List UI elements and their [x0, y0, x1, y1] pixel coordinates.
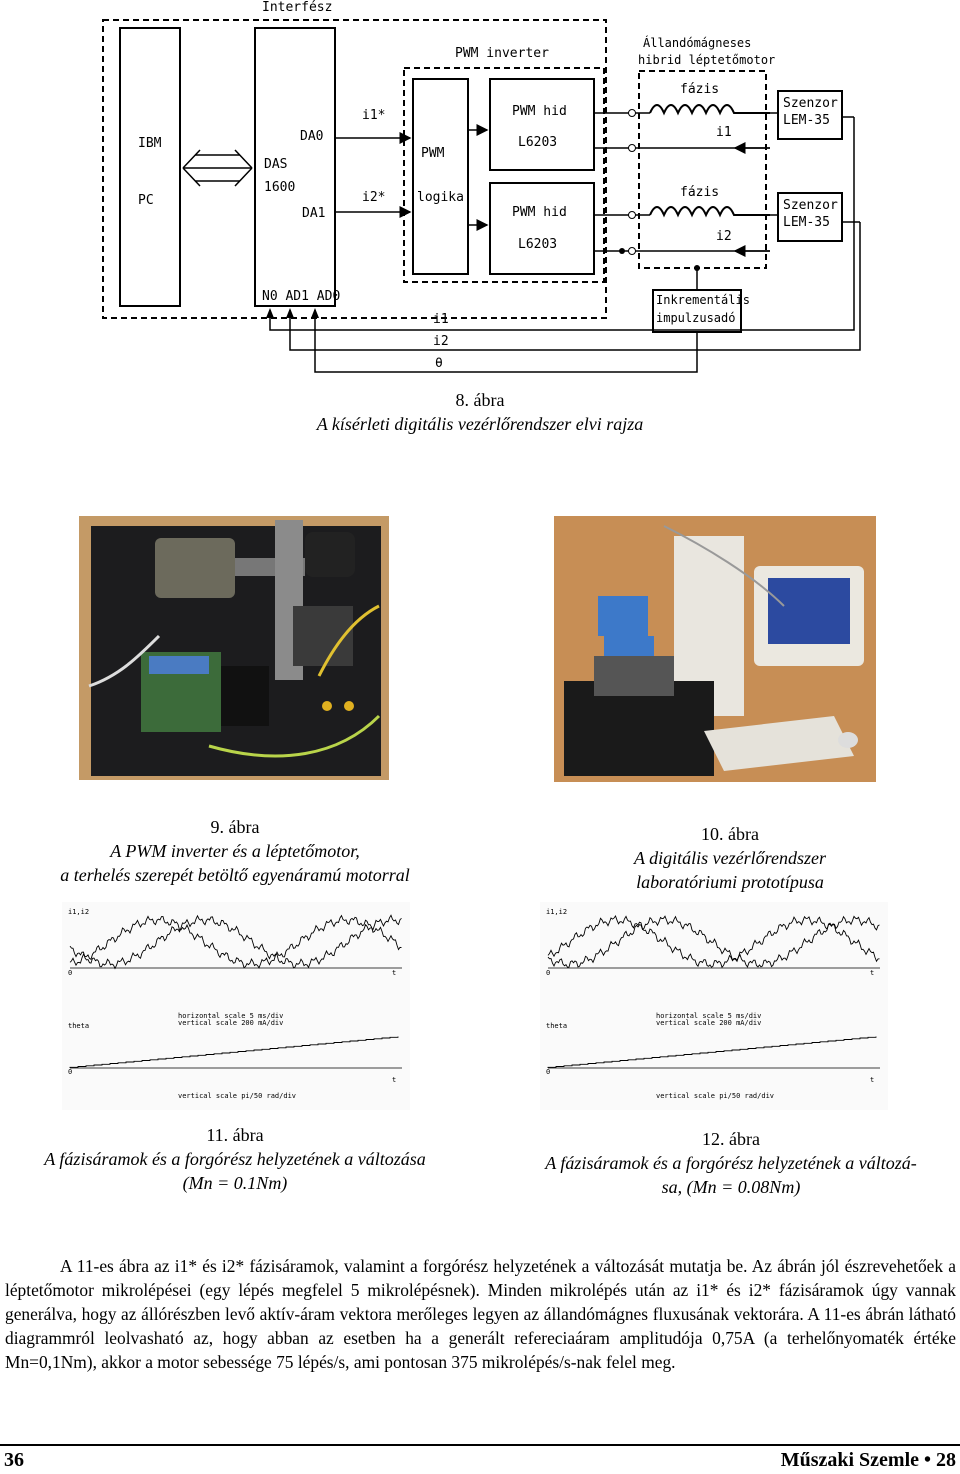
- fig11-title-1: A fázisáramok és a forgórész helyzetének…: [44, 1149, 426, 1169]
- scope-vscale-label: vertical scale 200 mA/div: [656, 1019, 761, 1027]
- pwm-inverter-box: [403, 67, 605, 283]
- adc-inputs-label: N0 AD1 AD0: [262, 289, 341, 304]
- scope-zero-label: 0: [546, 969, 550, 977]
- logika-label: logika: [417, 190, 464, 205]
- interface-label: Interfész: [262, 0, 333, 15]
- pwm-bridge-2-box: [489, 182, 595, 275]
- scope-t-label: t: [870, 969, 874, 977]
- fig12-caption: 12. ábra A fázisáramok és a forgórész he…: [488, 1127, 960, 1199]
- l6203-2-label: L6203: [518, 237, 558, 252]
- fig10-number: 10. ábra: [701, 824, 759, 844]
- pwm-bridge-1-label: PWM hid: [512, 104, 567, 119]
- theta-staircase: [547, 1036, 877, 1068]
- feedback-i2-label: i2: [433, 334, 449, 349]
- body-paragraph-container: A 11-es ábra az i1* és i2* fázisáramok, …: [5, 1254, 956, 1374]
- pwm-bridge-2-label: PWM hid: [512, 205, 567, 220]
- phase-2-label: fázis: [680, 185, 720, 200]
- footer-rule: [0, 1444, 960, 1446]
- current-trace-2: [547, 915, 880, 969]
- pwm-label: PWM: [421, 146, 445, 161]
- fig10-title-2: laboratóriumi prototípusa: [636, 872, 824, 892]
- scope-theta-label: theta: [546, 1022, 567, 1030]
- fig10-caption: 10. ábra A digitális vezérlőrendszer lab…: [560, 822, 900, 894]
- i2-label: i2: [716, 229, 732, 244]
- scope-vscale2-label: vertical scale pi/50 rad/div: [178, 1092, 296, 1100]
- pwm-bridge-1-box: [489, 78, 595, 171]
- sensor-2-label-b: LEM-35: [783, 215, 830, 230]
- fig8-number: 8. ábra: [455, 390, 505, 410]
- fig12-title-1: A fázisáramok és a forgórész helyzetének…: [545, 1153, 917, 1173]
- pwm-inverter-label: PWM inverter: [455, 46, 549, 61]
- das-label: DAS: [264, 157, 288, 172]
- feedback-theta-label: θ: [435, 356, 443, 371]
- feedback-i1-label: i1: [433, 312, 449, 327]
- ibm-label: IBM: [138, 136, 162, 151]
- current-trace-1: [547, 915, 880, 968]
- scope-hscale-label: horizontal scale 5 ms/div: [656, 1012, 761, 1020]
- scope-vscale-label: vertical scale 200 mA/div: [178, 1019, 283, 1027]
- da1-label: DA1: [302, 206, 326, 221]
- fig10-title-1: A digitális vezérlőrendszer: [634, 848, 826, 868]
- coil-1: [649, 104, 770, 116]
- motor-title-2: hibrid léptetőmotor: [638, 53, 776, 67]
- motor-box: [638, 70, 767, 269]
- body-paragraph: A 11-es ábra az i1* és i2* fázisáramok, …: [5, 1256, 956, 1372]
- scope-zero2-label: 0: [68, 1068, 72, 1076]
- da0-label: DA0: [300, 129, 324, 144]
- coil-2: [649, 206, 770, 218]
- scope-t-label: t: [392, 969, 396, 977]
- sensor-1-label-b: LEM-35: [783, 113, 830, 128]
- fig10-photo: [554, 516, 876, 782]
- fig12-number: 12. ábra: [702, 1129, 760, 1149]
- scope-current-label: i1,i2: [546, 908, 567, 916]
- i1-star-label: i1*: [362, 108, 386, 123]
- motor-title-1: Állandómágneses: [643, 36, 752, 50]
- scope-current-label: i1,i2: [68, 908, 89, 916]
- fig9-caption: 9. ábra A PWM inverter és a léptetőmotor…: [20, 815, 450, 887]
- current-trace-2: [69, 914, 402, 969]
- theta-staircase: [69, 1036, 399, 1068]
- das-box: [254, 27, 336, 307]
- pwm-logic-box: [412, 78, 469, 275]
- scope-theta-label: theta: [68, 1022, 89, 1030]
- fig9-number: 9. ábra: [210, 817, 260, 837]
- sensor-2-box: [777, 192, 843, 242]
- fig11-title-2: (Mn = 0.1Nm): [182, 1173, 288, 1193]
- fig9-title-2: a terhelés szerepét betöltő egyenáramú m…: [60, 865, 410, 885]
- encoder-label-a: Inkrementális: [656, 293, 750, 307]
- fig8-title: A kísérleti digitális vezérlőrendszer el…: [316, 414, 644, 434]
- sensor-1-label-a: Szenzor: [783, 96, 838, 111]
- block-diagram: [102, 19, 861, 373]
- pc-label: PC: [138, 193, 154, 208]
- scope-t2-label: t: [392, 1076, 396, 1084]
- sensor-1-box: [777, 90, 843, 140]
- scope-zero-label: 0: [68, 969, 72, 977]
- current-trace-1: [69, 914, 402, 970]
- fig11-number: 11. ábra: [206, 1125, 264, 1145]
- fig9-title-1: A PWM inverter és a léptetőmotor,: [110, 841, 360, 861]
- interface-box: [102, 19, 607, 319]
- das-num-label: 1600: [264, 180, 296, 195]
- scope-vscale2-label: vertical scale pi/50 rad/div: [656, 1092, 774, 1100]
- fig8-caption: 8. ábra A kísérleti digitális vezérlőren…: [230, 388, 730, 436]
- fig11-caption: 11. ábra A fázisáramok és a forgórész he…: [0, 1123, 470, 1195]
- scope-t2-label: t: [870, 1076, 874, 1084]
- page-number: 36: [4, 1449, 24, 1471]
- i1-label: i1: [716, 125, 732, 140]
- l6203-1-label: L6203: [518, 135, 558, 150]
- scope-zero2-label: 0: [546, 1068, 550, 1076]
- scope-hscale-label: horizontal scale 5 ms/div: [178, 1012, 283, 1020]
- i2-star-label: i2*: [362, 190, 386, 205]
- fig9-photo: [79, 516, 389, 780]
- sensor-2-label-a: Szenzor: [783, 198, 838, 213]
- fig12-title-2: sa, (Mn = 0.08Nm): [661, 1177, 801, 1197]
- phase-1-label: fázis: [680, 82, 720, 97]
- ibm-pc-box: [119, 27, 181, 307]
- encoder-label-b: impulzusadó: [656, 311, 736, 325]
- journal-name: Műszaki Szemle • 28: [780, 1449, 956, 1471]
